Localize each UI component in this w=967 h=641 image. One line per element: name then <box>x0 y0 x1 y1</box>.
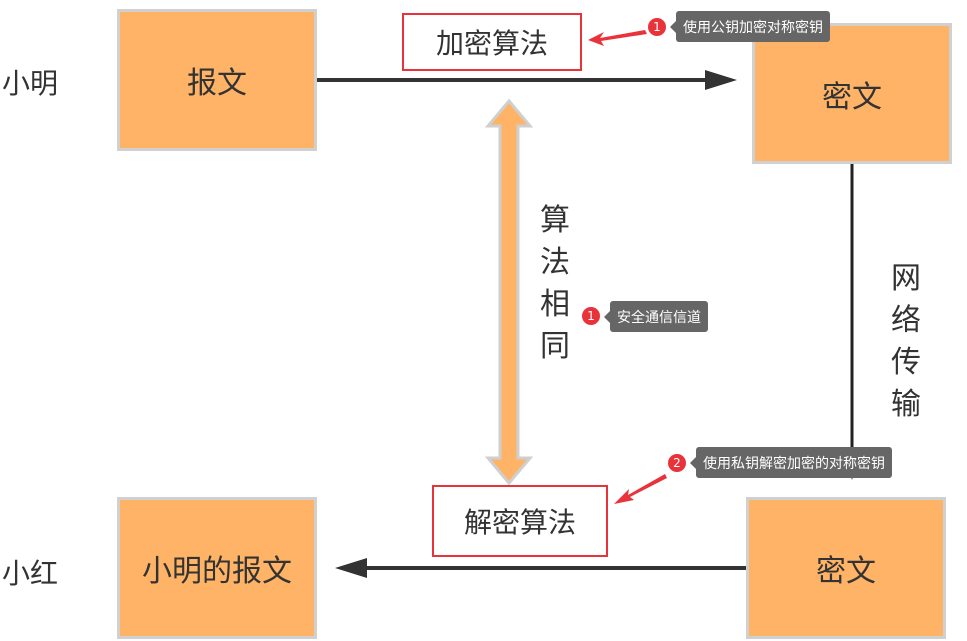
plaintext-text: 报文 <box>187 66 247 101</box>
same-algorithm-label: 算法相同 <box>540 203 570 364</box>
ciphertext-box-top: 密文 <box>752 23 952 164</box>
encrypt-algorithm-box: 加密算法 <box>402 13 582 71</box>
annotation-badge: 2 <box>668 454 686 472</box>
annotation-tooltip: 使用公钥加密对称密钥 <box>670 11 830 42</box>
annotation-badge: 1 <box>648 18 666 36</box>
decrypt-algorithm-text: 解密算法 <box>463 506 576 539</box>
callout-arrow-1 <box>588 30 647 46</box>
arrowhead-left <box>335 558 367 578</box>
receiver-label: 小红 <box>2 557 59 590</box>
annotation-tooltip: 使用私钥解密加密的对称密钥 <box>690 447 892 478</box>
received-plaintext-box: 小明的报文 <box>117 497 317 639</box>
arrowhead-right <box>705 70 737 90</box>
plaintext-box: 报文 <box>117 9 317 151</box>
network-transfer-label: 网络传输 <box>891 261 921 422</box>
annotation-badge: 1 <box>582 307 600 325</box>
double-arrow-same-algorithm <box>484 98 534 486</box>
ciphertext-text: 密文 <box>816 554 876 589</box>
ciphertext-text: 密文 <box>822 79 882 115</box>
sender-label: 小明 <box>2 67 59 100</box>
encrypt-algorithm-text: 加密算法 <box>435 27 548 60</box>
annotation-tooltip: 安全通信信道 <box>604 301 708 332</box>
received-plaintext-text: 小明的报文 <box>142 554 292 589</box>
callout-arrow-2 <box>614 474 667 504</box>
decrypt-algorithm-box: 解密算法 <box>432 485 608 557</box>
ciphertext-box-bottom: 密文 <box>746 497 946 639</box>
